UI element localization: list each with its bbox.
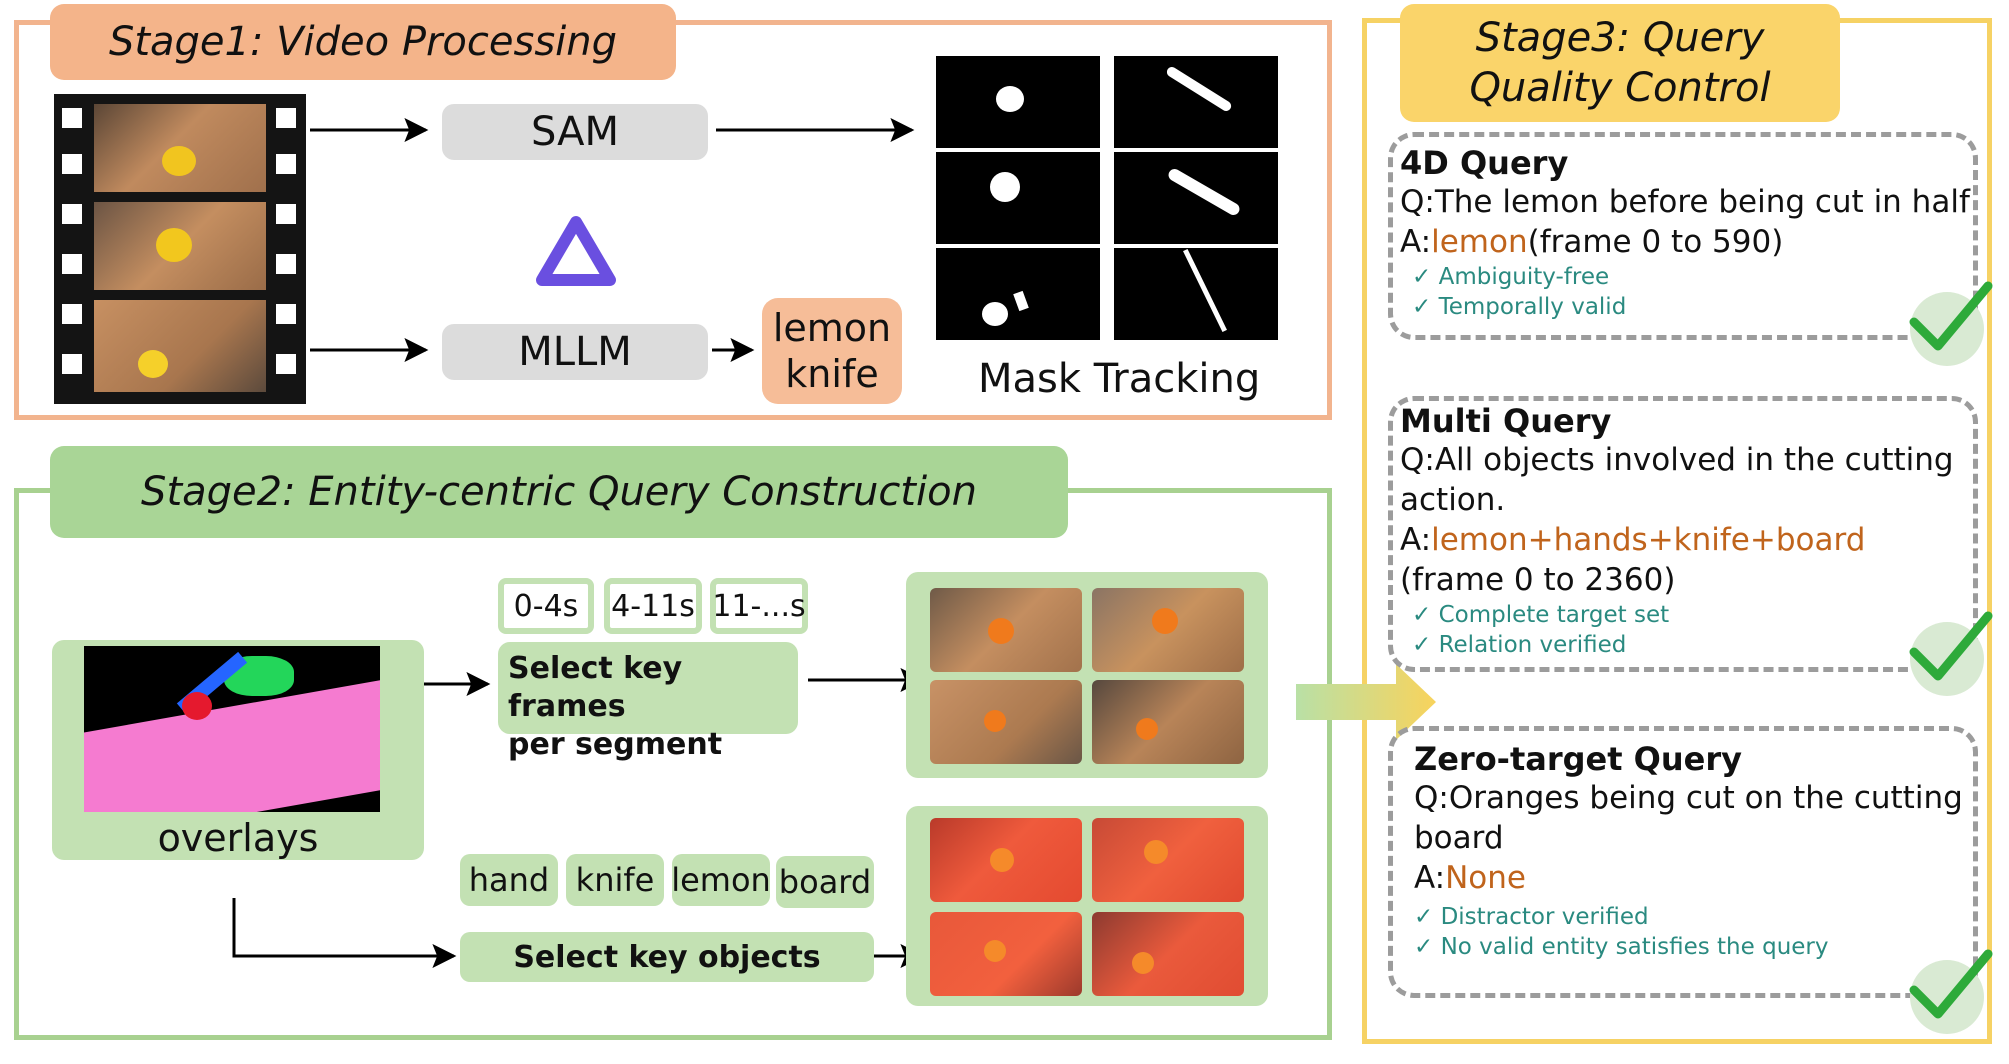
answer-highlight: lemon+hands+knife+board <box>1431 522 1866 558</box>
check-icon <box>1909 611 1993 681</box>
select-key-frames-box: Select key frames per segment <box>498 642 798 762</box>
query-content-4d: 4D Query Q:The lemon before being cut in… <box>1400 144 1972 322</box>
key-frame <box>930 680 1082 764</box>
stage-transition-arrow <box>1296 664 1436 740</box>
check-icon <box>1909 281 1993 351</box>
stage2-title: Stage2: Entity-centric Query Constructio… <box>50 446 1068 538</box>
key-object-frame <box>1092 912 1244 996</box>
mask-tracking-caption: Mask Tracking <box>978 356 1261 402</box>
answer-suffix: (frame 0 to 2360) <box>1400 562 1676 598</box>
entity-name: lemon <box>772 306 892 350</box>
segment-tag: 11-...s <box>710 578 808 634</box>
key-object-frame <box>1092 818 1244 902</box>
stage3-title-line: Stage3: Query <box>1475 15 1765 61</box>
object-tag: knife <box>566 854 664 906</box>
check-item: ✓ Relation verified <box>1412 632 1627 658</box>
overlay-caption: overlays <box>157 816 319 860</box>
check-item: ✓ Distractor verified <box>1414 904 1649 930</box>
video-frame <box>94 300 266 392</box>
mask-frame <box>936 56 1100 148</box>
video-frame <box>94 202 266 290</box>
query-content-multi: Multi Query Q:All objects involved in th… <box>1400 402 1976 660</box>
select-frames-line: per segment <box>508 727 723 762</box>
segment-tag: 4-11s <box>604 578 702 634</box>
answer-highlight: lemon <box>1431 224 1528 260</box>
key-frame <box>1092 680 1244 764</box>
mllm-box: MLLM <box>442 324 708 380</box>
answer-prefix: A: <box>1414 860 1446 896</box>
query-question: Q:The lemon before being cut in half <box>1400 184 1970 220</box>
select-frames-line: Select key frames <box>508 651 683 724</box>
answer-prefix: A: <box>1400 224 1432 260</box>
query-card-multi <box>1388 396 1978 672</box>
query-title: 4D Query <box>1400 144 1569 182</box>
lemon-shape <box>162 146 196 176</box>
query-card-4d <box>1388 132 1978 340</box>
query-title: Zero-target Query <box>1414 740 1742 778</box>
object-tag: hand <box>460 854 558 906</box>
query-question: Q:All objects involved in the cutting ac… <box>1400 442 1954 518</box>
check-item: ✓ Ambiguity-free <box>1412 264 1610 290</box>
overlay-box: overlays <box>52 640 424 860</box>
key-frames-grid <box>906 572 1268 778</box>
stage3-title: Stage3: Query Quality Control <box>1400 4 1840 122</box>
key-object-frame <box>930 818 1082 902</box>
entity-list-box: lemon knife <box>762 298 902 404</box>
answer-suffix: (frame 0 to 590) <box>1527 224 1784 260</box>
answer-prefix: A: <box>1400 522 1432 558</box>
overlay-image <box>84 646 380 812</box>
segment-tag: 0-4s <box>498 578 594 634</box>
query-question: Q:Oranges being cut on the cutting board <box>1414 780 1963 856</box>
entity-name: knife <box>785 352 879 396</box>
mllm-logo-icon <box>536 216 616 286</box>
check-item: ✓ Temporally valid <box>1412 294 1627 320</box>
query-answer: A:lemon+hands+knife+board (frame 0 to 236… <box>1400 520 1976 600</box>
query-answer: A:lemon(frame 0 to 590) <box>1400 222 1972 262</box>
film-strip-icon <box>54 94 306 404</box>
answer-highlight: None <box>1445 860 1526 896</box>
mask-frame <box>936 248 1100 340</box>
check-item: ✓ No valid entity satisfies the query <box>1414 934 1829 960</box>
query-answer: A:None <box>1414 858 1978 898</box>
mask-frame <box>936 152 1100 244</box>
mask-frame <box>1114 152 1278 244</box>
lemon-shape <box>138 350 168 378</box>
check-icon <box>1909 949 1993 1019</box>
lemon-shape <box>156 228 192 262</box>
video-frame <box>94 104 266 192</box>
mask-frame <box>1114 248 1278 340</box>
object-tag: board <box>776 856 874 908</box>
object-tag: lemon <box>671 854 771 906</box>
key-object-frame <box>930 912 1082 996</box>
check-item: ✓ Complete target set <box>1412 602 1670 628</box>
sam-box: SAM <box>442 104 708 160</box>
mask-frame <box>1114 56 1278 148</box>
key-frame <box>1092 588 1244 672</box>
select-key-objects-box: Select key objects <box>460 932 874 982</box>
stage3-title-line: Quality Control <box>1469 65 1771 111</box>
query-title: Multi Query <box>1400 402 1612 440</box>
key-frame <box>930 588 1082 672</box>
query-card-zero-target <box>1388 726 1978 998</box>
query-content-zero-target: Zero-target Query Q:Oranges being cut on… <box>1414 740 1978 962</box>
key-objects-grid <box>906 806 1268 1006</box>
stage1-title: Stage1: Video Processing <box>50 4 676 80</box>
